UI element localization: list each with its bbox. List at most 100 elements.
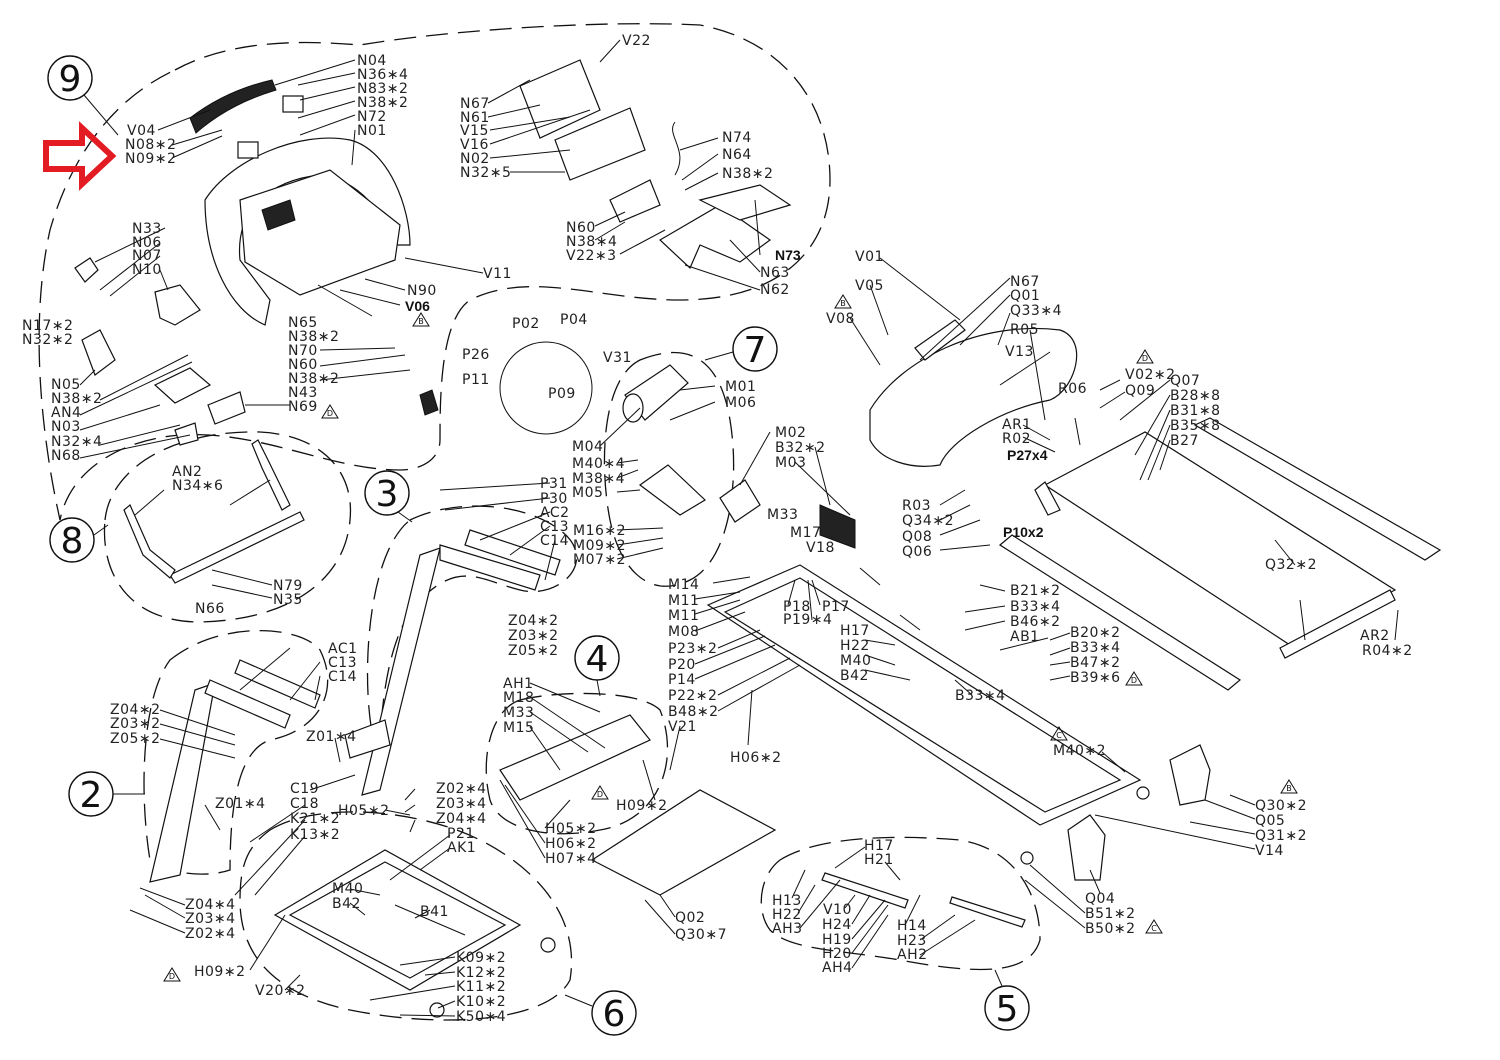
highlight-arrow-icon bbox=[43, 121, 117, 191]
handrail-bar-part bbox=[169, 511, 305, 584]
part-label: V21 bbox=[668, 719, 697, 735]
part-label: B27 bbox=[1170, 433, 1199, 449]
part-label: P31 bbox=[540, 476, 568, 492]
part-label: P14 bbox=[668, 672, 696, 688]
motor-bracket-part bbox=[638, 464, 706, 516]
part-label: N08∗2 bbox=[125, 137, 176, 153]
display-panel-part bbox=[554, 107, 646, 181]
part-label: P09 bbox=[548, 386, 576, 402]
part-label: Z05∗2 bbox=[508, 643, 559, 659]
wheel-part bbox=[1136, 786, 1150, 800]
part-label: Q09 bbox=[1125, 383, 1155, 399]
svg-text:C: C bbox=[1056, 731, 1062, 740]
part-label: N04 bbox=[357, 53, 387, 69]
part-label: M33 bbox=[503, 705, 534, 721]
part-label: K12∗2 bbox=[456, 965, 506, 981]
part-label: V13 bbox=[1005, 344, 1034, 360]
svg-text:D: D bbox=[1131, 676, 1137, 685]
part-label: M14 bbox=[668, 577, 699, 593]
part-label: V15 bbox=[460, 123, 489, 139]
part-label: N33 bbox=[132, 221, 162, 237]
part-label: M40 bbox=[332, 881, 363, 897]
group-4-marker: 4 bbox=[574, 635, 620, 697]
part-label: M05 bbox=[572, 485, 603, 501]
part-label: N72 bbox=[357, 109, 387, 125]
part-label: K13∗2 bbox=[290, 827, 340, 843]
upright-part bbox=[361, 547, 441, 796]
group-3-marker: 3 bbox=[364, 470, 413, 523]
part-label: N64 bbox=[722, 147, 752, 163]
part-label: N38∗2 bbox=[51, 391, 102, 407]
part-label: C14 bbox=[328, 669, 357, 685]
part-label: B42 bbox=[840, 668, 869, 684]
speaker-part bbox=[282, 95, 304, 113]
part-label: N38∗2 bbox=[357, 95, 408, 111]
part-label: V22 bbox=[622, 33, 651, 49]
group-5-outline bbox=[760, 836, 1041, 971]
svg-text:B: B bbox=[840, 299, 846, 308]
part-label: P27x4 bbox=[1007, 447, 1048, 463]
part-label: N38∗2 bbox=[722, 166, 773, 182]
part-label: N06 bbox=[132, 235, 162, 251]
part-label: M40 bbox=[840, 653, 871, 669]
part-label: Q32∗2 bbox=[1265, 557, 1317, 573]
controller-part bbox=[719, 479, 761, 523]
part-label: B33∗4 bbox=[955, 688, 1006, 704]
part-label: P30 bbox=[540, 491, 568, 507]
part-label: Q01 bbox=[1010, 288, 1040, 304]
part-label: B20∗2 bbox=[1070, 625, 1121, 641]
part-label: P02 bbox=[512, 316, 540, 332]
part-label: B50∗2 bbox=[1085, 921, 1136, 937]
part-label: B42 bbox=[332, 896, 361, 912]
group-5-marker: 5 bbox=[984, 969, 1030, 1031]
part-label: Z03∗2 bbox=[110, 716, 161, 732]
group-6-number: 6 bbox=[603, 994, 626, 1035]
part-label: N90 bbox=[407, 283, 437, 299]
warning-icon: B bbox=[412, 312, 430, 327]
part-label: V08 bbox=[826, 311, 855, 327]
part-label: M15 bbox=[503, 720, 534, 736]
part-label: M40∗4 bbox=[572, 456, 625, 472]
part-label: B31∗8 bbox=[1170, 403, 1221, 419]
part-label: N70 bbox=[288, 343, 318, 359]
part-label: AK1 bbox=[447, 840, 476, 856]
group-5-number: 5 bbox=[996, 989, 1019, 1030]
part-label: H06∗2 bbox=[730, 750, 781, 766]
part-label: P11 bbox=[462, 372, 490, 388]
part-label: Q08 bbox=[902, 529, 932, 545]
part-label: P10x2 bbox=[1003, 524, 1044, 540]
part-label: Z02∗4 bbox=[185, 926, 236, 942]
svg-text:B: B bbox=[418, 317, 424, 326]
part-label: M11 bbox=[668, 608, 699, 624]
part-label: N17∗2 bbox=[22, 318, 73, 334]
part-label: M01 bbox=[725, 379, 756, 395]
group-8-number: 8 bbox=[61, 521, 84, 562]
part-label: H19 bbox=[822, 932, 852, 948]
group-2-marker: 2 bbox=[68, 771, 145, 817]
part-label: V18 bbox=[806, 540, 835, 556]
part-label: V05 bbox=[855, 278, 884, 294]
leader-lines bbox=[79, 39, 1399, 1017]
group-9-outline bbox=[38, 23, 831, 521]
group-6-outline bbox=[239, 811, 573, 1021]
part-label: M17 bbox=[790, 525, 821, 541]
part-label: B39∗6 bbox=[1070, 670, 1121, 686]
part-label: C14 bbox=[540, 533, 569, 549]
svg-text:D: D bbox=[169, 972, 175, 981]
safety-key-part bbox=[419, 389, 439, 416]
part-label: V02∗2 bbox=[1125, 367, 1176, 383]
part-label: Z03∗4 bbox=[436, 796, 487, 812]
part-label: V04 bbox=[127, 123, 156, 139]
part-label: H06∗2 bbox=[545, 836, 596, 852]
part-label: H20 bbox=[822, 946, 852, 962]
part-label: R02 bbox=[1002, 431, 1031, 447]
part-label: Z02∗4 bbox=[436, 781, 487, 797]
label-part bbox=[207, 391, 246, 425]
part-label: Z04∗4 bbox=[185, 897, 236, 913]
warning-icon: C bbox=[1050, 726, 1068, 741]
part-label: AR1 bbox=[1002, 417, 1032, 433]
part-label: N03 bbox=[51, 419, 81, 435]
warning-icon: D bbox=[591, 785, 609, 800]
group-4-outline bbox=[485, 692, 668, 835]
